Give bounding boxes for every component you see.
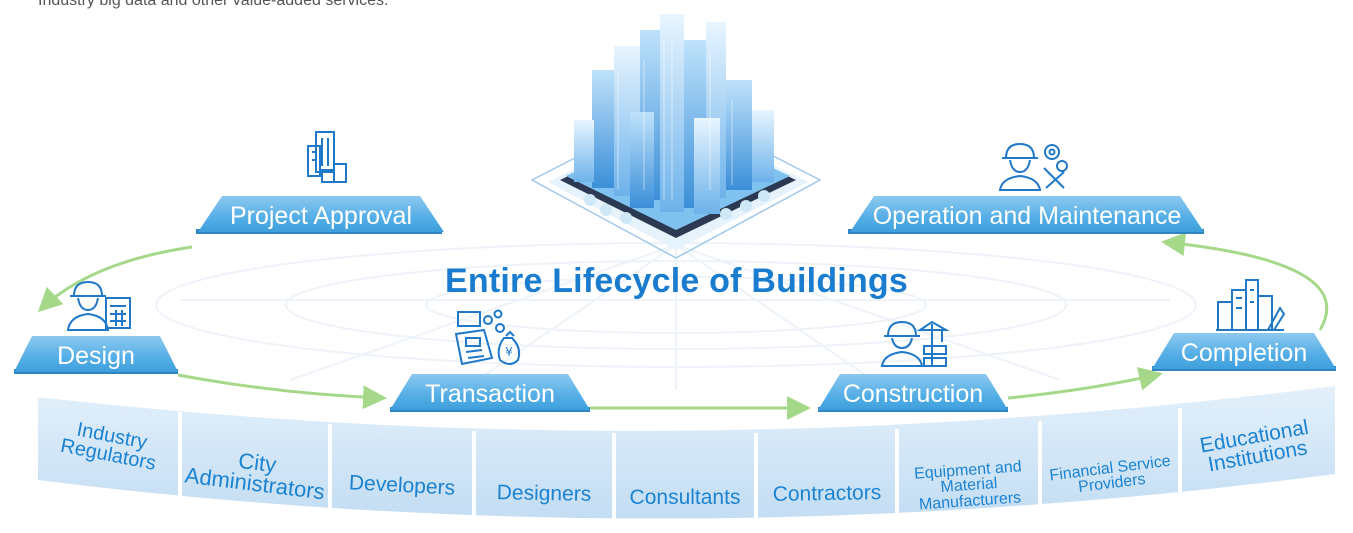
stakeholder-designers: Designers [496,481,592,506]
stakeholder-equipment-manufacturers: Equipment and Material Manufacturers [913,458,1023,514]
svg-text:¥: ¥ [505,345,513,359]
stage-project-approval: Project Approval [198,196,444,232]
arrow-construction-to-completion [1007,366,1163,400]
stakeholder-band [38,386,1335,519]
city-illustration [530,14,822,259]
worker-crane-icon [880,320,950,367]
cash-register-icon: ¥ [454,309,521,366]
stage-construction: Construction [818,374,1008,410]
lifecycle-arrows [37,232,1329,420]
stage-label: Operation and Maintenance [872,201,1182,230]
building-icon [307,131,347,183]
stage-label: Construction [842,379,984,408]
stakeholder-financial-service-providers: Financial Service Providers [1048,452,1172,496]
intro-text: Industry big data and other value-added … [38,0,389,9]
stakeholder-contractors: Contractors [772,481,882,506]
arrow-completion-to-operation [1161,232,1329,331]
stage-label: Transaction [425,379,555,408]
designer-calculator-icon [66,280,131,331]
stage-label: Design [57,341,135,370]
stakeholder-consultants: Consultants [629,486,741,510]
worker-gear-icon [998,142,1068,191]
stage-design: Design [14,336,178,372]
stage-label: Project Approval [229,201,413,230]
stakeholder-band-dividers [178,408,1182,521]
city-buildings-icon [1216,279,1286,331]
stage-transaction: Transaction [390,374,590,410]
stage-label: Completion [1180,338,1308,367]
stakeholder-developers: Developers [348,471,456,500]
arrow-approval-to-design [37,245,193,313]
arrow-design-to-transaction [177,373,387,410]
diagram-title: Entire Lifecycle of Buildings [445,262,908,300]
stage-operation-maintenance: Operation and Maintenance [850,196,1204,232]
stage-completion: Completion [1152,333,1336,369]
